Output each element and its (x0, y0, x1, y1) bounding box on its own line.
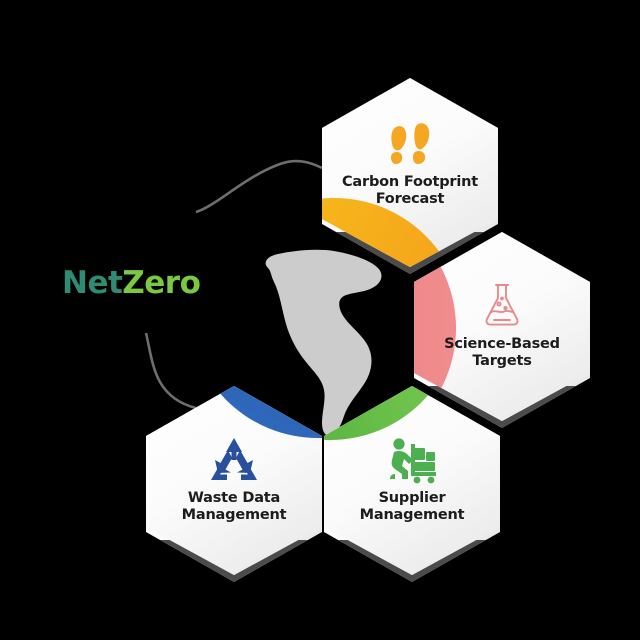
recycle-icon (146, 436, 322, 484)
hex-face (324, 386, 500, 576)
hex-label-line-2: Forecast (375, 191, 445, 208)
hex-label-line-2: Targets (472, 353, 532, 370)
hex-label-line-1: Science-Based (444, 336, 560, 352)
hex-card-waste-data-management[interactable]: Waste Data Management (146, 386, 322, 582)
hex-card-supplier-management[interactable]: Supplier Management (324, 386, 500, 582)
hex-label-supplier-management: Supplier Management (324, 490, 500, 524)
worker-hand-truck-icon (324, 438, 500, 484)
net-zero-logo: NetZero (62, 265, 201, 301)
hex-label-line-1: Waste Data (187, 490, 281, 506)
hex-label-science-based-targets: Science-Based Targets (414, 336, 590, 370)
logo-word-zero: Zero (122, 265, 201, 301)
world-map-silhouette (265, 249, 382, 436)
hex-label-carbon-footprint-forecast: Carbon Footprint Forecast (322, 174, 498, 208)
hex-label-waste-data-management: Waste Data Management (146, 490, 322, 524)
connector-line-waste (144, 332, 197, 410)
hex-face (146, 386, 322, 576)
hex-label-line-2: Management (359, 507, 465, 524)
hex-label-line-2: Management (181, 507, 287, 524)
hex-accent-arc (188, 386, 322, 438)
flask-icon (414, 280, 590, 330)
logo-word-net: Net (62, 265, 123, 301)
footprints-icon (322, 122, 498, 170)
connector-line-carbon (195, 159, 323, 214)
hex-accent-arc (324, 386, 460, 440)
hex-label-line-1: Supplier (378, 490, 446, 506)
hex-label-line-1: Carbon Footprint (341, 174, 478, 190)
hex-card-carbon-footprint-forecast[interactable]: Carbon Footprint Forecast (322, 78, 498, 274)
